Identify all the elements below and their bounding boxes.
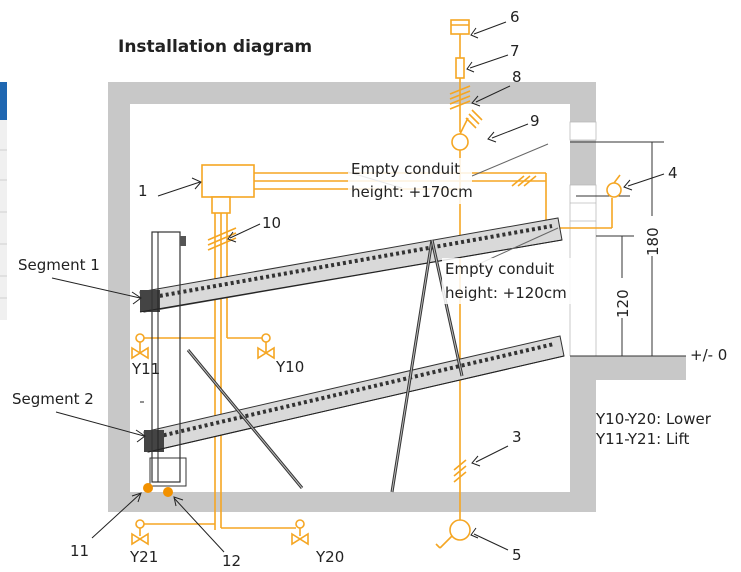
callout-11: 11: [70, 542, 89, 560]
valve-y10: [257, 346, 275, 360]
segment-2-label: Segment 2: [12, 390, 94, 408]
floor-level-label: +/- 0: [690, 346, 727, 364]
sensor-5: [449, 519, 471, 541]
fuse-7: [455, 57, 465, 79]
conduit-120-line2: height: +120cm: [445, 284, 567, 302]
main-switch-9: [451, 133, 469, 151]
limit-sensor-11: [143, 483, 153, 493]
switch-4: [606, 182, 622, 198]
legend-lower: Y10-Y20: Lower: [595, 410, 712, 428]
segment-1-body: [139, 217, 563, 313]
callout-4: 4: [668, 164, 678, 182]
valve-y21-label: Y21: [129, 548, 158, 566]
callout-7: 7: [510, 42, 520, 60]
dimension-180: 180: [644, 227, 662, 256]
valve-y20-label: Y20: [315, 548, 344, 566]
callout-arrows: [51, 21, 665, 553]
sidebar-fragment: [0, 82, 7, 320]
building-walls: [108, 82, 686, 512]
valve-y20: [291, 532, 309, 546]
limit-sensor-12: [163, 487, 173, 497]
dimension-120: 120: [614, 289, 632, 318]
conduit-120-line1: Empty conduit: [445, 260, 554, 278]
valve-y11-label: Y11: [131, 360, 160, 378]
callout-10: 10: [262, 214, 281, 232]
callout-8: 8: [512, 68, 522, 86]
right-wall-mid: [570, 140, 596, 185]
control-box-1: [201, 164, 255, 198]
outside-ground: [596, 356, 686, 380]
callout-3: 3: [512, 428, 522, 446]
diagram-title: Installation diagram: [118, 37, 312, 57]
support-frame: [149, 231, 187, 487]
left-wall: [108, 82, 130, 512]
callout-12: 12: [222, 552, 241, 570]
conduit-170-line2: height: +170cm: [351, 183, 473, 201]
valve-y11: [131, 346, 149, 360]
lift-struts: [186, 239, 464, 493]
right-wall-lower: [570, 356, 596, 512]
callout-1: 1: [138, 182, 148, 200]
valve-y10-label: Y10: [275, 358, 304, 376]
conduit-170-line1: Empty conduit: [351, 160, 460, 178]
valve-y21: [131, 532, 149, 546]
ceiling-wall: [108, 82, 596, 104]
segment-2-body: [143, 335, 565, 453]
floor-slab: [108, 492, 596, 512]
conduit-system: [131, 19, 622, 549]
callout-5: 5: [512, 546, 522, 564]
callout-9: 9: [530, 112, 540, 130]
connection-box-6: [450, 19, 470, 35]
right-wall-upper: [570, 82, 596, 122]
legend-lift: Y11-Y21: Lift: [595, 430, 689, 448]
callout-6: 6: [510, 8, 520, 26]
segment-1-label: Segment 1: [18, 256, 100, 274]
